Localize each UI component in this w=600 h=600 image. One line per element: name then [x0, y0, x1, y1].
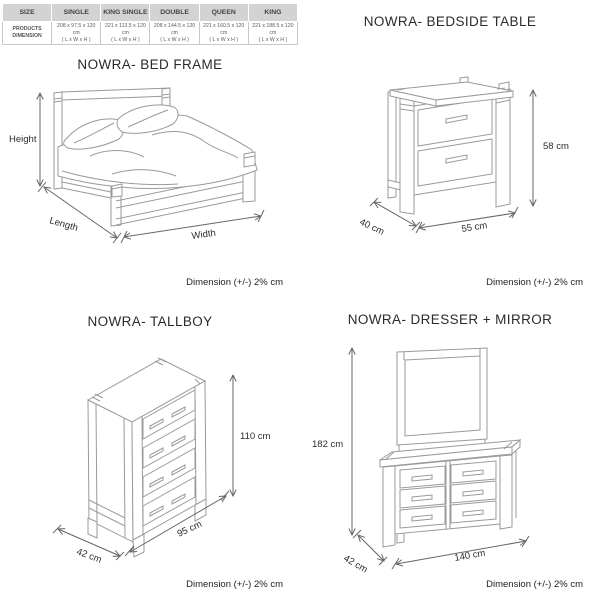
height-dimension-label: 182 cm	[312, 439, 343, 450]
height-dimension-arrow: 182 cm	[312, 348, 352, 535]
size-table-header-cell: SIZE	[1, 3, 53, 22]
size-table-value-cell: 208 x 97.5 x 120 cm ( L x W x H )	[51, 20, 102, 46]
tallboy-left-side	[87, 399, 134, 543]
width-dimension-arrow: 55 cm	[415, 206, 519, 235]
size-table-header-row: SIZE SINGLE KING SINGLE DOUBLE QUEEN KIN…	[1, 3, 299, 22]
tolerance-note: Dimension (+/-) 2% cm	[486, 579, 583, 590]
depth-dimension-label: 40 cm	[358, 217, 386, 238]
size-table-header-cell: KING	[247, 3, 299, 22]
depth-dimension-arrow: 42 cm	[342, 529, 388, 576]
depth-dimension-label: 42 cm	[75, 546, 103, 565]
tallboy-section: NOWRA- TALLBOY	[0, 300, 300, 600]
size-table-value-cell: 221 x 160.5 x 120 cm ( L x W x H )	[198, 20, 249, 46]
height-dimension-label: 58 cm	[543, 141, 569, 152]
dimension-value: 208 x 97.5 x 120 cm	[57, 23, 96, 36]
size-table-header-cell: QUEEN	[198, 3, 249, 22]
bedside-table-drawing: 58 cm 55 cm 40 cm	[358, 76, 569, 238]
row-label-line2: DIMENSION	[12, 33, 42, 40]
bedside-carcass	[413, 92, 497, 196]
bedside-posts-left	[387, 90, 415, 215]
height-dimension-arrow: Height	[9, 93, 40, 186]
tolerance-note: Dimension (+/-) 2% cm	[186, 579, 283, 590]
size-table-header-cell: SINGLE	[51, 3, 102, 22]
dresser-mirror-drawing: 182 cm 42 cm 140 cm	[312, 347, 530, 576]
size-table-value-cell: 221 x 188.5 x 120 cm ( L x W x H )	[247, 20, 299, 46]
tolerance-note: Dimension (+/-) 2% cm	[486, 277, 583, 288]
dimension-value: 221 x 160.5 x 120 cm	[203, 23, 245, 36]
size-table-header-cell: KING SINGLE	[100, 3, 151, 22]
width-dimension-label: 140 cm	[454, 548, 487, 564]
width-dimension-label: 95 cm	[176, 519, 204, 540]
dimension-unit: ( L x W x H )	[160, 36, 189, 43]
size-table-row-label: PRODUCTS DIMENSION	[1, 20, 53, 46]
bedside-table-section: NOWRA- BEDSIDE TABLE	[300, 0, 600, 300]
width-dimension-arrow: Width	[120, 209, 265, 244]
height-dimension-label: Height	[9, 134, 37, 145]
dimension-unit: ( L x W x H )	[111, 36, 140, 43]
dresser-top	[379, 438, 522, 468]
tolerance-note: Dimension (+/-) 2% cm	[186, 277, 283, 288]
bed-frame-drawing: Height Length Width	[9, 87, 265, 244]
bedside-table-title: NOWRA- BEDSIDE TABLE	[363, 14, 537, 29]
bedside-drawer-handles	[445, 114, 468, 164]
bed-frame-section: SIZE SINGLE KING SINGLE DOUBLE QUEEN KIN…	[0, 0, 300, 300]
dimension-value: 221 x 113.5 x 120 cm	[104, 23, 146, 36]
size-table: SIZE SINGLE KING SINGLE DOUBLE QUEEN KIN…	[1, 3, 299, 46]
dresser-mirror-title: NOWRA- DRESSER + MIRROR	[347, 312, 553, 327]
height-dimension-label: 110 cm	[240, 431, 271, 442]
tallboy-drawing: 110 cm 95 cm 42 cm	[52, 357, 271, 566]
dimension-unit: ( L x W x H )	[61, 36, 91, 43]
dresser-drawer-handles	[411, 469, 484, 522]
height-dimension-arrow: 110 cm	[233, 375, 271, 496]
dimension-value: 208 x 144.5 x 120 cm	[153, 23, 196, 36]
depth-dimension-label: 42 cm	[342, 553, 370, 576]
bed-pillows	[63, 104, 179, 150]
dimension-value: 221 x 188.5 x 120 cm	[252, 23, 294, 36]
dimension-unit: ( L x W x H )	[258, 36, 288, 43]
dimension-unit: ( L x W x H )	[209, 36, 239, 43]
row-label-line1: PRODUCTS	[12, 26, 42, 33]
width-dimension-label: 55 cm	[461, 220, 488, 235]
size-table-value-cell: 208 x 144.5 x 120 cm ( L x W x H )	[149, 20, 200, 46]
dresser-mirror-section: NOWRA- DRESSER + MIRROR	[300, 300, 600, 600]
mirror	[396, 347, 488, 453]
length-dimension-label: Length	[48, 215, 79, 234]
size-table-header-cell: DOUBLE	[149, 3, 200, 22]
width-dimension-arrow: 140 cm	[391, 535, 530, 570]
size-table-value-cell: 221 x 113.5 x 120 cm ( L x W x H )	[100, 20, 151, 46]
width-dimension-label: Width	[191, 228, 217, 242]
bed-frame-title: NOWRA- BED FRAME	[77, 57, 223, 72]
height-dimension-arrow: 58 cm	[533, 90, 569, 206]
tallboy-title: NOWRA- TALLBOY	[87, 314, 213, 329]
bedside-top	[389, 81, 514, 107]
size-table-value-row: PRODUCTS DIMENSION 208 x 97.5 x 120 cm (…	[1, 20, 299, 46]
